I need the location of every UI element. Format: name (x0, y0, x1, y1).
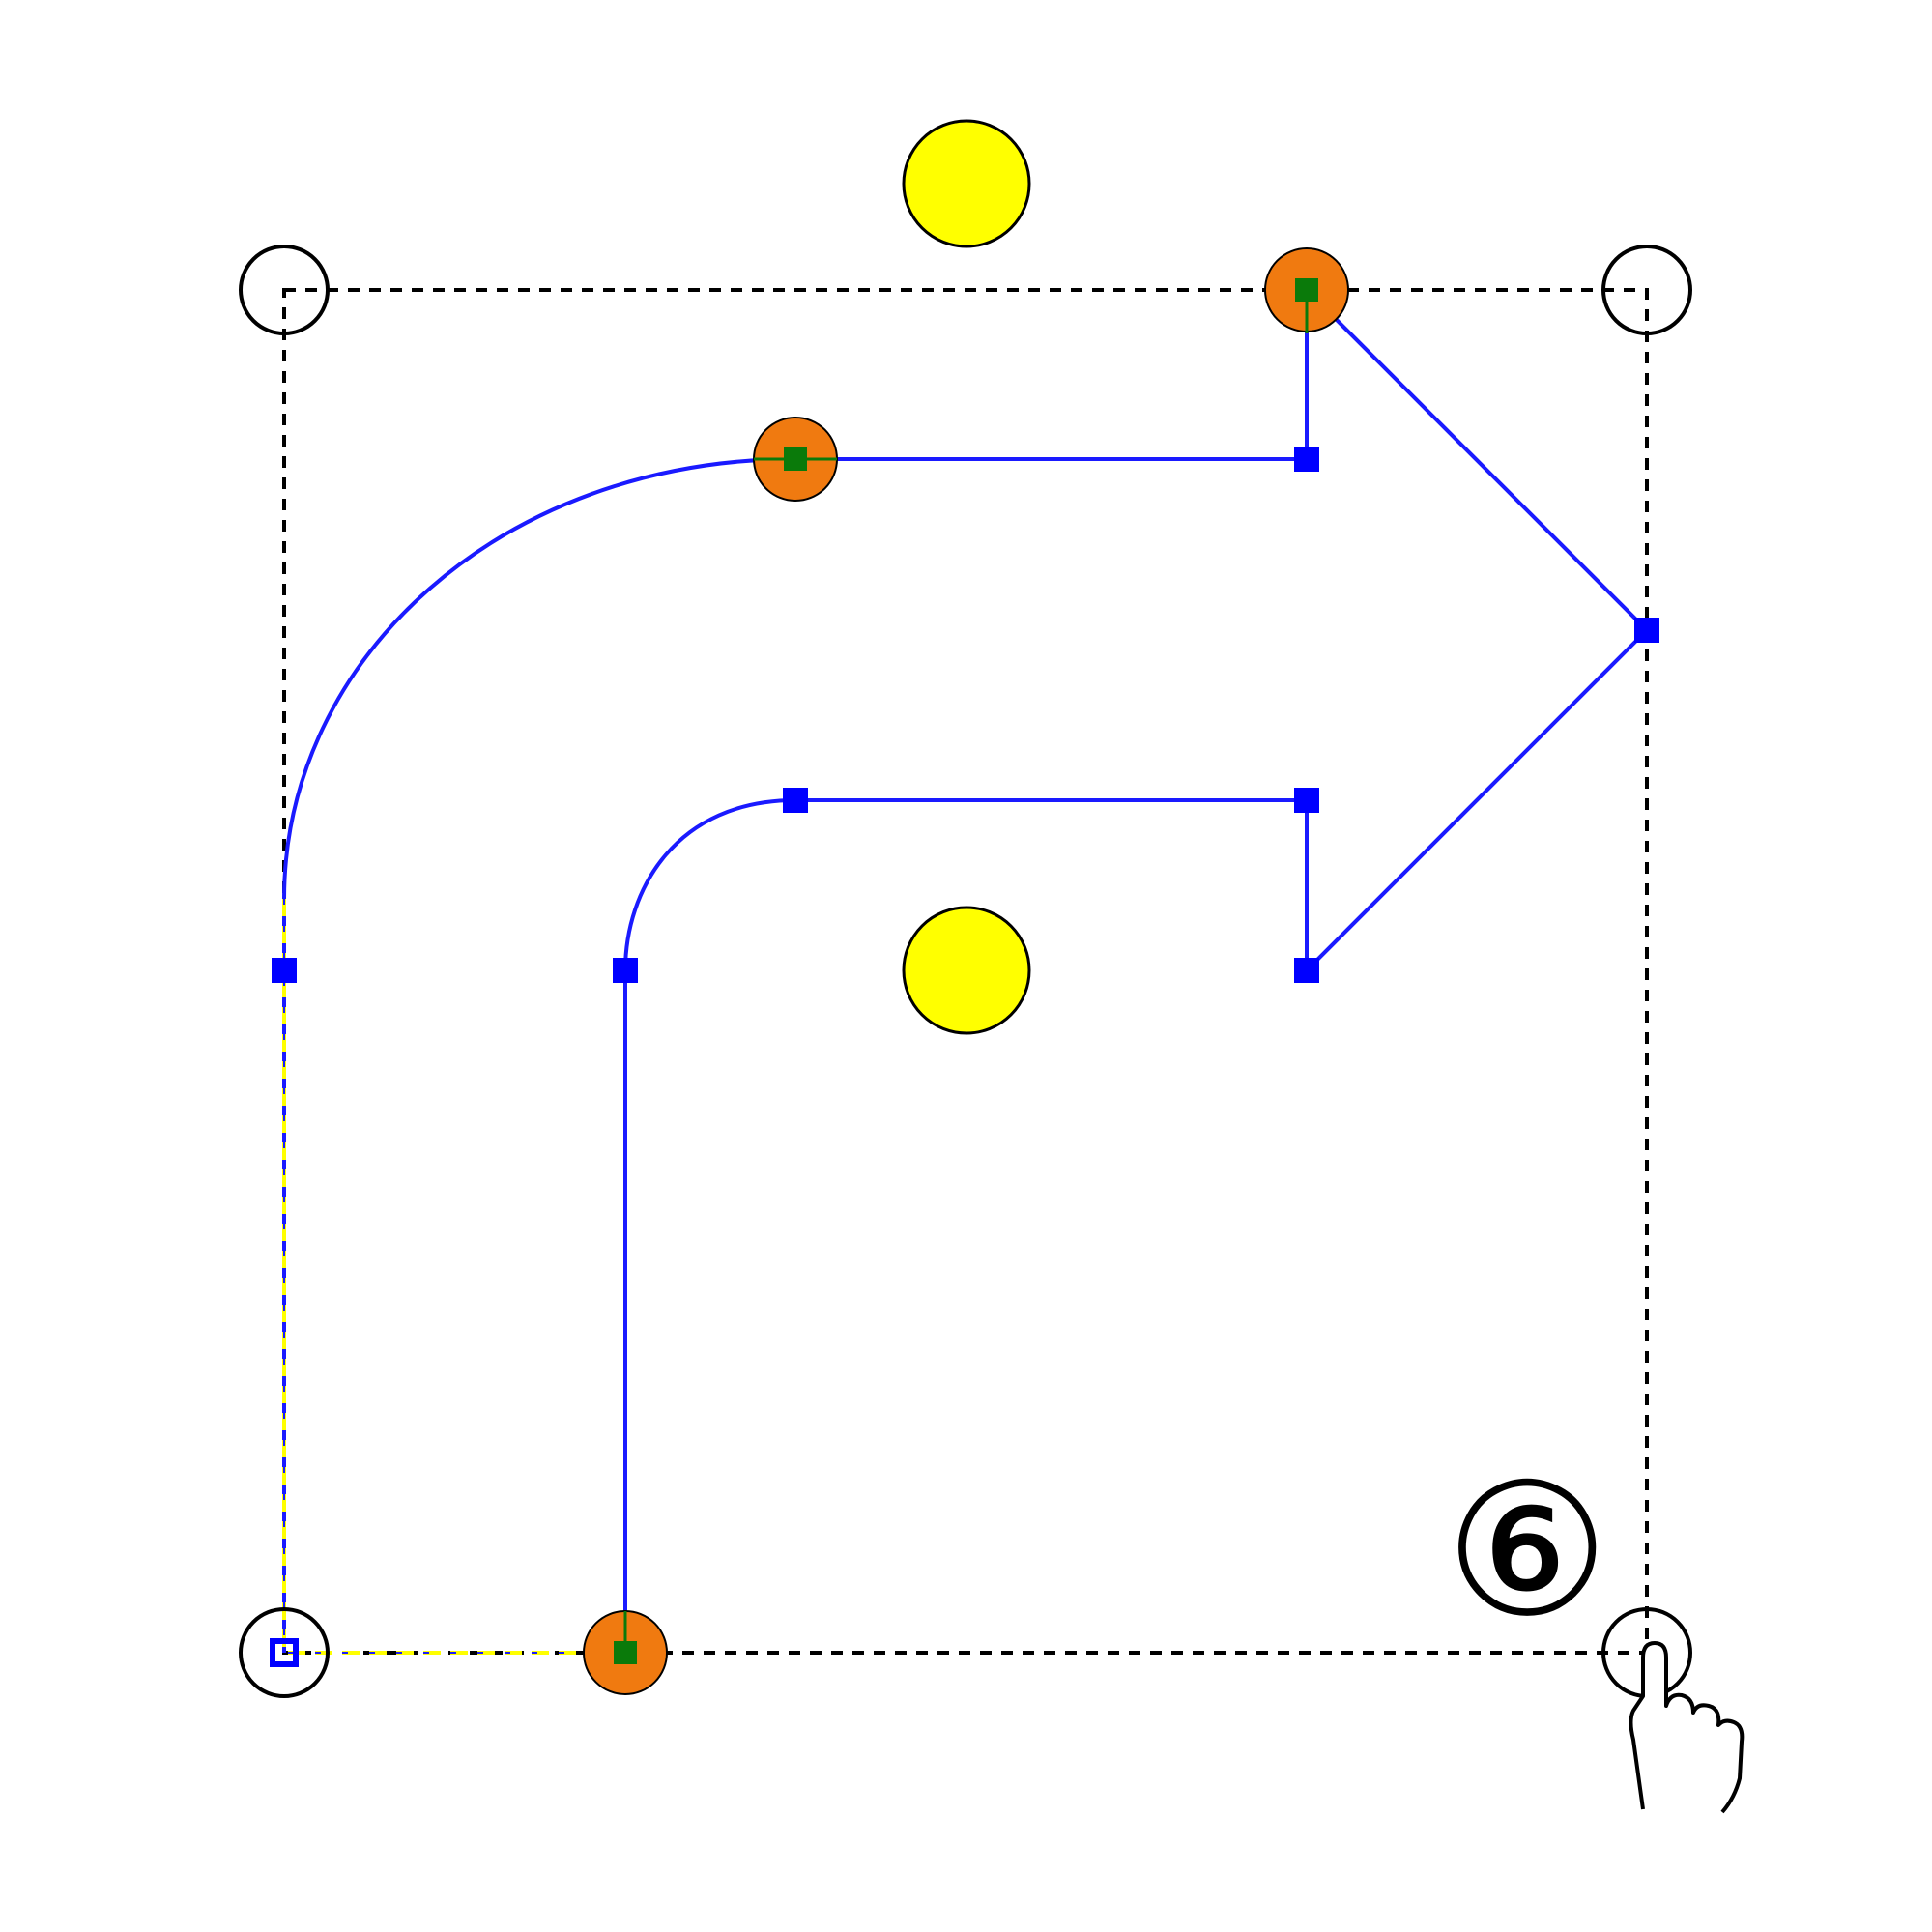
selected-node[interactable] (753, 417, 838, 502)
path-node[interactable] (613, 958, 638, 983)
rotation-handle-center[interactable] (902, 906, 1031, 1035)
step-marker: ⑥ (1445, 1444, 1609, 1658)
path-node[interactable] (272, 958, 297, 983)
path-node[interactable] (1634, 618, 1659, 643)
selected-node[interactable] (1264, 247, 1349, 333)
highlighted-segment (282, 899, 625, 1655)
corner-handle-top-left[interactable] (239, 245, 330, 335)
path-node[interactable] (783, 788, 808, 813)
selected-node[interactable] (583, 1610, 668, 1695)
hand-pointer-icon (1629, 1641, 1745, 1814)
corner-handle-top-right[interactable] (1601, 245, 1692, 335)
path-node[interactable] (270, 1638, 299, 1667)
path-node[interactable] (1294, 788, 1319, 813)
path-node[interactable] (1294, 447, 1319, 472)
path-node[interactable] (1294, 958, 1319, 983)
corner-handle-bottom-left[interactable] (239, 1607, 330, 1698)
highlighted-segment-outline (283, 899, 625, 1654)
rotation-handle-top[interactable] (902, 119, 1031, 248)
arrow-outer-path[interactable] (282, 285, 1650, 1653)
